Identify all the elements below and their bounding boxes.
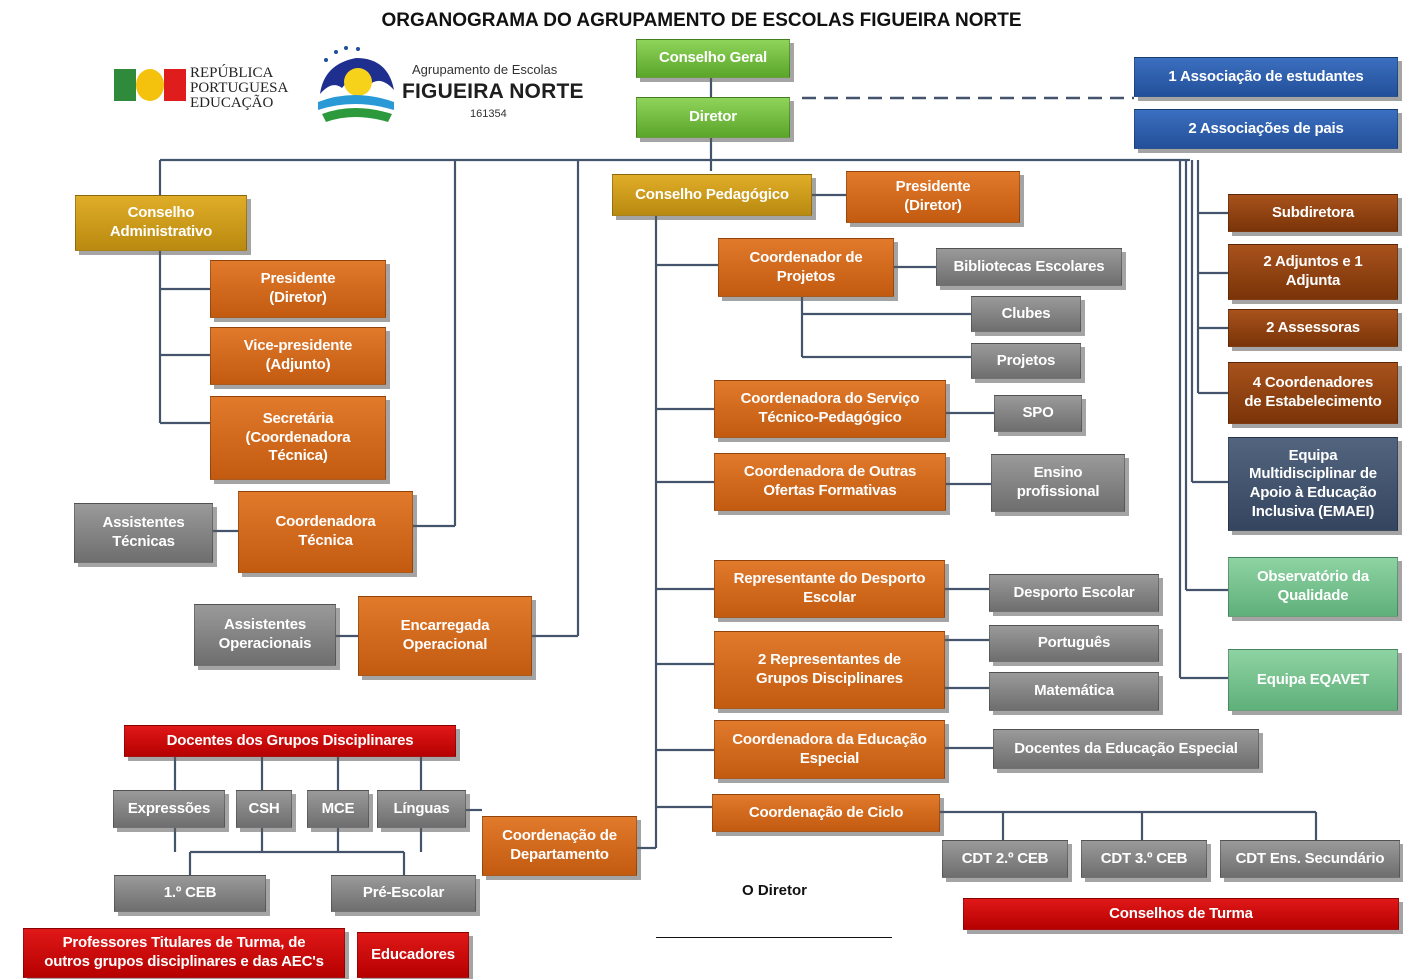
pre-escolar-box: Pré-Escolar	[331, 875, 476, 912]
school-logo-subtitle: Agrupamento de Escolas	[412, 62, 558, 77]
conselho-pedagogico-box: Conselho Pedagógico	[612, 174, 812, 216]
docentes-educacao-especial-box: Docentes da Educação Especial	[993, 729, 1259, 769]
portugues-box: Português	[989, 625, 1159, 662]
signature-label: O Diretor	[742, 882, 808, 899]
docentes-grupos-box: Docentes dos Grupos Disciplinares	[124, 725, 456, 757]
school-logo-code: 161354	[470, 108, 507, 120]
coordenacao-ciclo-box: Coordenação de Ciclo	[712, 794, 940, 832]
subdiretora-box: Subdiretora	[1228, 194, 1398, 232]
signature-line	[656, 937, 892, 938]
school-logo-name: FIGUEIRA NORTE	[402, 80, 584, 103]
flag-green-stripe	[114, 69, 136, 101]
republica-text: REPÚBLICA PORTUGUESA EDUCAÇÃO	[190, 65, 289, 111]
flag-red-stripe	[164, 69, 186, 101]
flag-yellow-circle	[136, 69, 164, 101]
assessoras-box: 2 Assessoras	[1228, 309, 1398, 347]
educadores-box: Educadores	[357, 932, 469, 978]
1ceb-box: 1.º CEB	[114, 875, 266, 912]
cdt-3ceb-box: CDT 3.º CEB	[1081, 840, 1207, 878]
bibliotecas-escolares-box: Bibliotecas Escolares	[936, 248, 1122, 286]
desporto-escolar-box: Desporto Escolar	[989, 574, 1159, 612]
cp-presidente-box: Presidente(Diretor)	[846, 171, 1020, 223]
diretor-box: Diretor	[636, 97, 790, 138]
school-emblem-icon	[318, 46, 394, 122]
spo-box: SPO	[994, 395, 1082, 432]
associacoes-pais-box: 2 Associações de pais	[1134, 109, 1398, 149]
expressoes-box: Expressões	[113, 790, 225, 828]
linguas-box: Línguas	[377, 790, 466, 828]
mce-box: MCE	[307, 790, 369, 828]
matematica-box: Matemática	[989, 672, 1159, 711]
clubes-box: Clubes	[971, 296, 1081, 332]
conselhos-turma-box: Conselhos de Turma	[963, 898, 1399, 930]
cdt-2ceb-box: CDT 2.º CEB	[942, 840, 1068, 878]
associacao-estudantes-box: 1 Associação de estudantes	[1134, 57, 1398, 97]
projetos-box: Projetos	[971, 343, 1081, 379]
ca-presidente-box: Presidente(Diretor)	[210, 260, 386, 318]
equipa-eqavet-box: Equipa EQAVET	[1228, 649, 1398, 711]
csh-box: CSH	[236, 790, 292, 828]
cdt-secundario-box: CDT Ens. Secundário	[1220, 840, 1400, 878]
ca-vice-presidente-box: Vice-presidente(Adjunto)	[210, 327, 386, 385]
page-title: ORGANOGRAMA DO AGRUPAMENTO DE ESCOLAS FI…	[381, 10, 1022, 31]
conselho-geral-box: Conselho Geral	[636, 39, 790, 78]
